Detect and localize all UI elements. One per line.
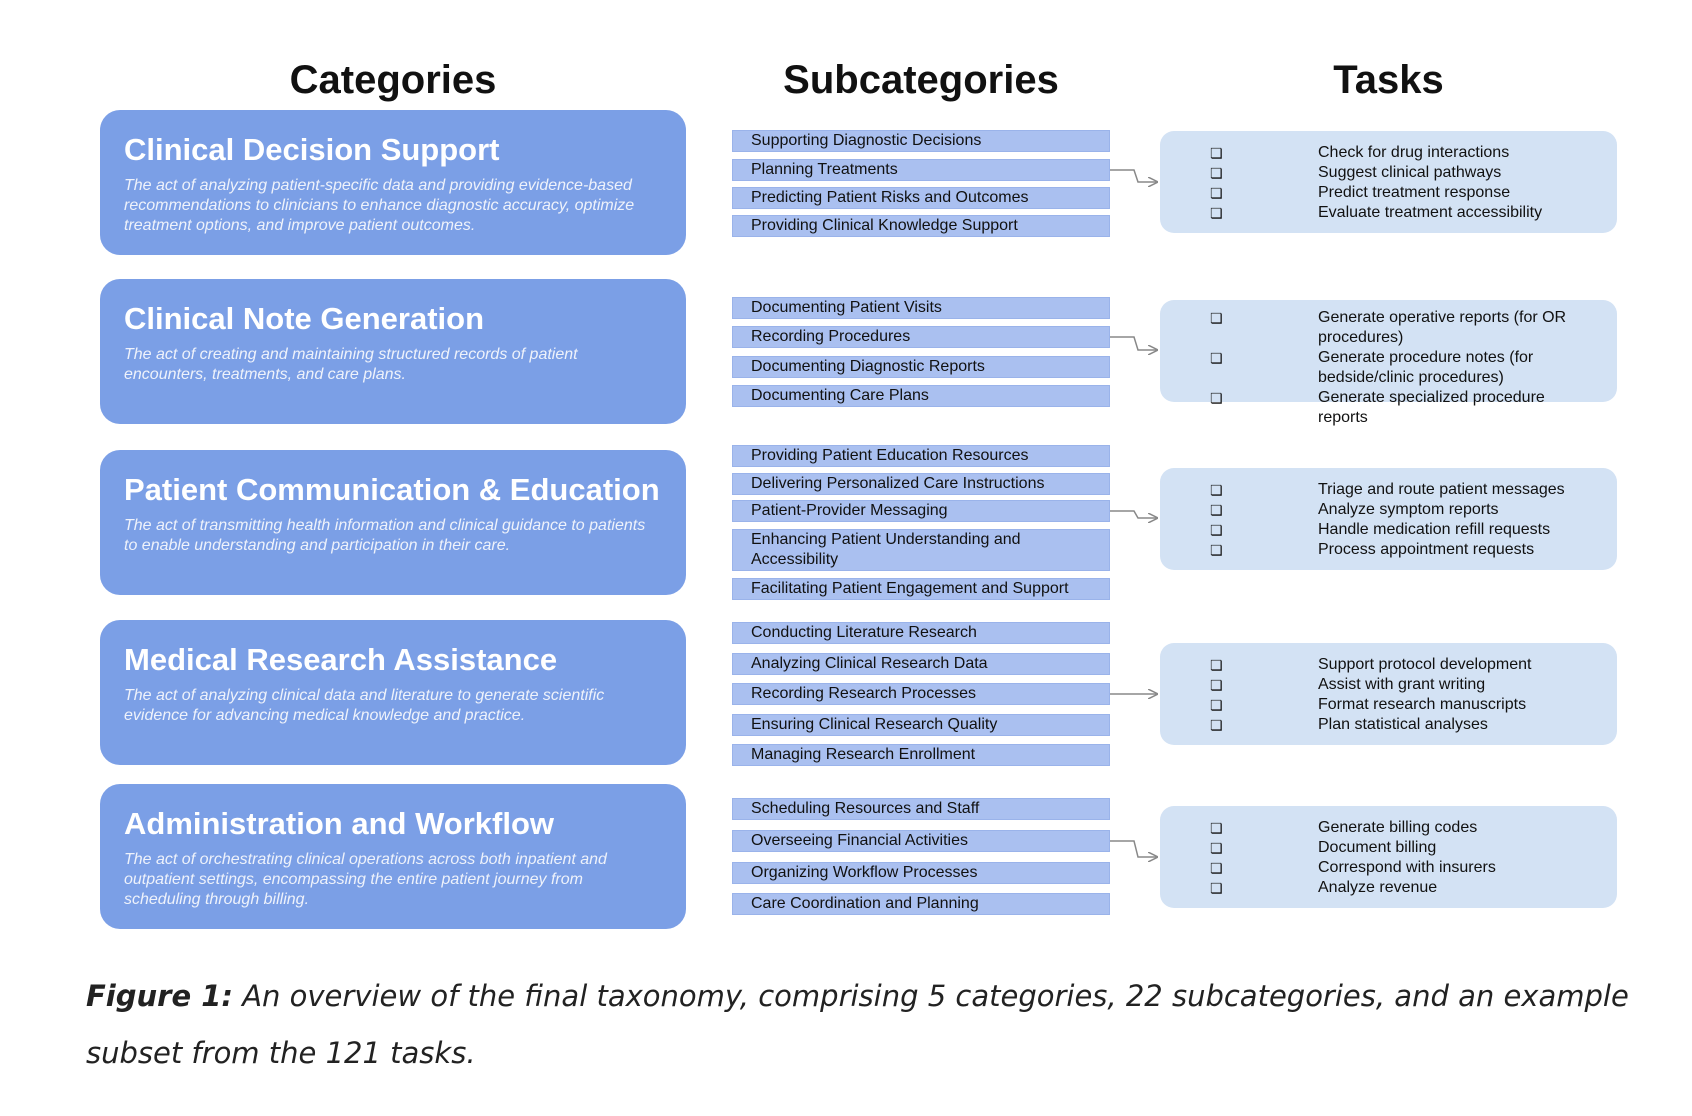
caption-text: An overview of the final taxonomy, compr…: [86, 979, 1629, 1070]
connector-arrow: [1110, 510, 1157, 518]
category-title: Clinical Decision Support: [124, 132, 500, 167]
task-item: ❏Predict treatment response: [1210, 184, 1511, 201]
checkbox-icon: ❏: [1210, 145, 1223, 161]
task-item: ❏Format research manuscripts: [1210, 696, 1527, 713]
subcategory-item: Documenting Patient Visits: [732, 297, 1110, 319]
category-title: Administration and Workflow: [124, 806, 554, 841]
subcategory-item: Facilitating Patient Engagement and Supp…: [732, 578, 1110, 600]
subcategory-item: Managing Research Enrollment: [732, 744, 1110, 766]
subcategory-item: Organizing Workflow Processes: [732, 862, 1110, 884]
category-box-clinical-note-generation: Clinical Note Generation The act of crea…: [100, 279, 686, 424]
subcategory-item: Providing Patient Education Resources: [732, 445, 1110, 467]
checkbox-icon: ❏: [1210, 677, 1223, 693]
checkbox-icon: ❏: [1210, 820, 1223, 836]
subcategory-item: Recording Research Processes: [732, 683, 1110, 705]
checkbox-icon: ❏: [1210, 880, 1223, 896]
task-item: ❏Support protocol development: [1210, 656, 1532, 673]
task-item: ❏Document billing: [1210, 839, 1437, 856]
subcategory-item: Enhancing Patient Understanding and Acce…: [732, 529, 1110, 571]
category-box-patient-communication-education: Patient Communication & Education The ac…: [100, 450, 686, 595]
subcategory-item: Providing Clinical Knowledge Support: [732, 215, 1110, 237]
subcategories-header: Subcategories: [783, 58, 1059, 102]
task-item: ❏Handle medication refill requests: [1210, 521, 1551, 538]
checkbox-icon: ❏: [1210, 350, 1223, 366]
task-item: ❏Generate procedure notes (for bedside/c…: [1210, 349, 1534, 386]
connector-arrow: [1110, 336, 1157, 350]
subcategory-item: Supporting Diagnostic Decisions: [732, 130, 1110, 152]
checkbox-icon: ❏: [1210, 697, 1223, 713]
subcategory-item: Analyzing Clinical Research Data: [732, 653, 1110, 675]
subcategory-item: Scheduling Resources and Staff: [732, 798, 1110, 820]
subcategory-item: Ensuring Clinical Research Quality: [732, 714, 1110, 736]
checkbox-icon: ❏: [1210, 310, 1223, 326]
subcategory-item: Documenting Care Plans: [732, 385, 1110, 407]
checkbox-icon: ❏: [1210, 165, 1223, 181]
task-item: ❏Generate billing codes: [1210, 819, 1478, 836]
connector-arrow: [1110, 840, 1157, 857]
task-item: ❏Assist with grant writing: [1210, 676, 1486, 693]
category-box-clinical-decision-support: Clinical Decision Support The act of ana…: [100, 110, 686, 255]
category-description: The act of transmitting health informati…: [124, 517, 646, 554]
checkbox-icon: ❏: [1210, 502, 1223, 518]
category-title: Clinical Note Generation: [124, 301, 485, 336]
category-title: Patient Communication & Education: [124, 472, 660, 507]
subcategory-item: Planning Treatments: [732, 159, 1110, 181]
category-box-administration-workflow: Administration and Workflow The act of o…: [100, 784, 686, 929]
subcategory-item: Documenting Diagnostic Reports: [732, 356, 1110, 378]
category-description: The act of analyzing patient-specific da…: [124, 177, 635, 234]
checkbox-icon: ❏: [1210, 205, 1223, 221]
task-item: ❏Generate specialized procedure reports: [1210, 389, 1545, 426]
subcategory-item: Overseeing Financial Activities: [732, 830, 1110, 852]
task-item: ❏Analyze symptom reports: [1210, 501, 1499, 518]
figure-caption: Figure 1: An overview of the final taxon…: [86, 968, 1646, 1082]
checkbox-icon: ❏: [1210, 185, 1223, 201]
subcategory-item: Delivering Personalized Care Instruction…: [732, 473, 1110, 495]
subcategory-item: Conducting Literature Research: [732, 622, 1110, 644]
task-box-medical-research-assistance: ❏Support protocol development ❏Assist wi…: [1160, 643, 1617, 745]
subcategory-item: Predicting Patient Risks and Outcomes: [732, 187, 1110, 209]
category-description: The act of creating and maintaining stru…: [124, 346, 578, 383]
checkbox-icon: ❏: [1210, 840, 1223, 856]
task-box-clinical-decision-support: ❏Check for drug interactions ❏Suggest cl…: [1160, 131, 1617, 233]
checkbox-icon: ❏: [1210, 390, 1223, 406]
category-description: The act of analyzing clinical data and l…: [124, 687, 605, 724]
task-item: ❏Check for drug interactions: [1210, 144, 1510, 161]
subcategory-item: Recording Procedures: [732, 326, 1110, 348]
checkbox-icon: ❏: [1210, 542, 1223, 558]
task-box-clinical-note-generation: ❏Generate operative reports (for OR proc…: [1160, 300, 1617, 426]
categories-header: Categories: [289, 58, 497, 102]
task-item: ❏Analyze revenue: [1210, 879, 1438, 896]
task-box-administration-workflow: ❏Generate billing codes ❏Document billin…: [1160, 806, 1617, 908]
checkbox-icon: ❏: [1210, 657, 1223, 673]
caption-label: Figure 1:: [86, 979, 233, 1013]
checkbox-icon: ❏: [1210, 860, 1223, 876]
subcategory-item: Care Coordination and Planning: [732, 893, 1110, 915]
category-title: Medical Research Assistance: [124, 642, 558, 677]
category-description: The act of orchestrating clinical operat…: [124, 851, 607, 908]
category-box-medical-research-assistance: Medical Research Assistance The act of a…: [100, 620, 686, 765]
subcategory-item: Patient-Provider Messaging: [732, 500, 1110, 522]
task-box-patient-communication-education: ❏Triage and route patient messages ❏Anal…: [1160, 468, 1617, 570]
task-item: ❏Triage and route patient messages: [1210, 481, 1565, 498]
task-item: ❏Evaluate treatment accessibility: [1210, 204, 1543, 221]
task-item: ❏Process appointment requests: [1210, 541, 1535, 558]
checkbox-icon: ❏: [1210, 717, 1223, 733]
checkbox-icon: ❏: [1210, 482, 1223, 498]
task-item: ❏Plan statistical analyses: [1210, 716, 1488, 733]
task-item: ❏Suggest clinical pathways: [1210, 164, 1502, 181]
task-item: ❏Correspond with insurers: [1210, 859, 1496, 876]
connector-arrow: [1110, 169, 1157, 182]
task-item: ❏Generate operative reports (for OR proc…: [1210, 309, 1567, 346]
tasks-header: Tasks: [1333, 58, 1444, 102]
checkbox-icon: ❏: [1210, 522, 1223, 538]
